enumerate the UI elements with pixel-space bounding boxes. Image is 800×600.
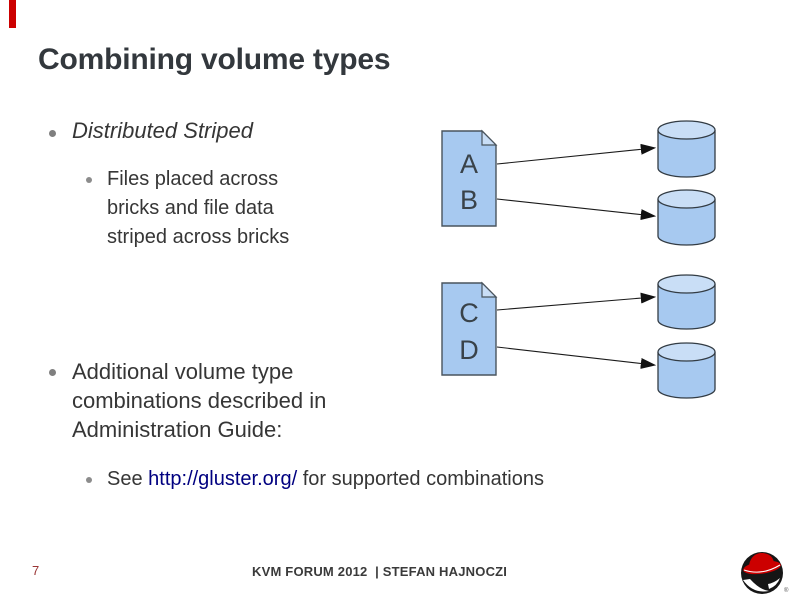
gluster-link[interactable]: http://gluster.org/ bbox=[148, 468, 298, 490]
see-suffix-text: for supported combinations bbox=[297, 468, 544, 490]
redhat-ribbon bbox=[9, 0, 16, 28]
arrow-a-to-brick1 bbox=[496, 143, 657, 165]
subbullet-see-gluster-label: See http://gluster.org/ for supported co… bbox=[107, 466, 727, 493]
file-document-cd: C D bbox=[441, 281, 498, 376]
subbullet-see-gluster: See http://gluster.org/ for supported co… bbox=[80, 466, 727, 493]
arrow-d-to-brick4 bbox=[496, 346, 657, 369]
bullet-distributed-striped-label: Distributed Striped bbox=[72, 118, 253, 143]
brick-cylinder-2 bbox=[657, 189, 716, 246]
bullet-dot-icon bbox=[86, 477, 92, 483]
brick-cylinder-4 bbox=[657, 342, 716, 399]
page-number: 7 bbox=[32, 563, 40, 578]
volume-diagram: A B C D bbox=[441, 120, 716, 399]
file-letter-d: D bbox=[459, 335, 479, 365]
bullet-additional-combinations-label: Additional volume type combinations desc… bbox=[72, 359, 327, 442]
brick-cylinder-1 bbox=[657, 120, 716, 178]
footer-text: KVM FORUM 2012 | STEFAN HAJNOCZI bbox=[252, 564, 508, 579]
arrow-b-to-brick2 bbox=[496, 198, 657, 221]
bullet-dot-icon bbox=[49, 369, 56, 376]
arrow-c-to-brick3 bbox=[496, 292, 657, 311]
bullet-additional-combinations: Additional volume type combinations desc… bbox=[44, 357, 347, 444]
brick-cylinder-3 bbox=[657, 274, 716, 330]
file-letter-a: A bbox=[460, 149, 478, 179]
file-document-ab: A B bbox=[441, 129, 498, 227]
bullet-distributed-striped: Distributed Striped bbox=[44, 116, 253, 146]
redhat-logo-icon: ® bbox=[741, 552, 789, 594]
svg-text:®: ® bbox=[784, 587, 789, 594]
file-letter-c: C bbox=[459, 298, 479, 328]
file-letter-b: B bbox=[460, 185, 478, 215]
bullet-dot-icon bbox=[86, 177, 92, 183]
subbullet-files-placed: Files placed across bricks and file data… bbox=[80, 165, 332, 252]
subbullet-files-placed-label: Files placed across bricks and file data… bbox=[107, 168, 290, 248]
slide-title: Combining volume types bbox=[38, 43, 391, 76]
see-prefix-text: See bbox=[107, 468, 149, 490]
bullet-dot-icon bbox=[49, 130, 56, 137]
